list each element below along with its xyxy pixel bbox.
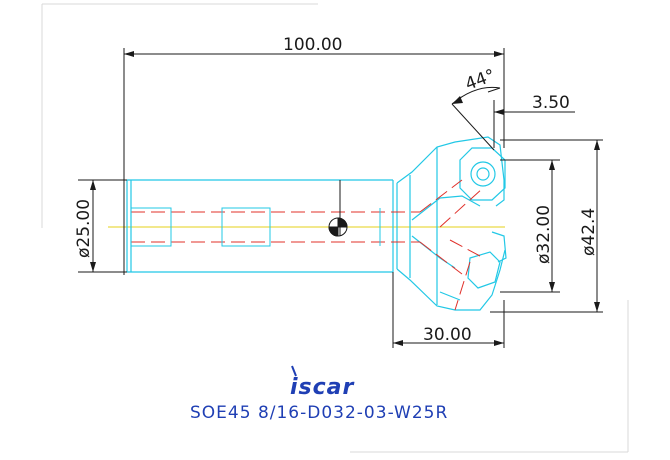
cut-diameter-label: ø32.00 — [534, 205, 554, 264]
shank-diameter-label: ø25.00 — [74, 199, 94, 258]
coolant-channels — [131, 179, 484, 311]
brand-logo: iscar — [290, 375, 355, 400]
part-number: SOE45 8/16-D032-03-W25R — [190, 403, 448, 423]
dimension-arrows — [90, 51, 600, 346]
outer-diameter-label: ø42.4 — [579, 208, 599, 256]
logo-accent — [291, 365, 297, 377]
head-length-label: 30.00 — [423, 325, 472, 345]
tool-body — [126, 136, 507, 311]
center-of-gravity-symbol — [328, 217, 348, 237]
overall-length-label: 100.00 — [283, 35, 342, 55]
dimension-lines — [78, 48, 603, 348]
internal-bores — [130, 207, 381, 247]
sheet-frame — [41, 3, 629, 453]
offset-label: 3.50 — [532, 93, 570, 113]
